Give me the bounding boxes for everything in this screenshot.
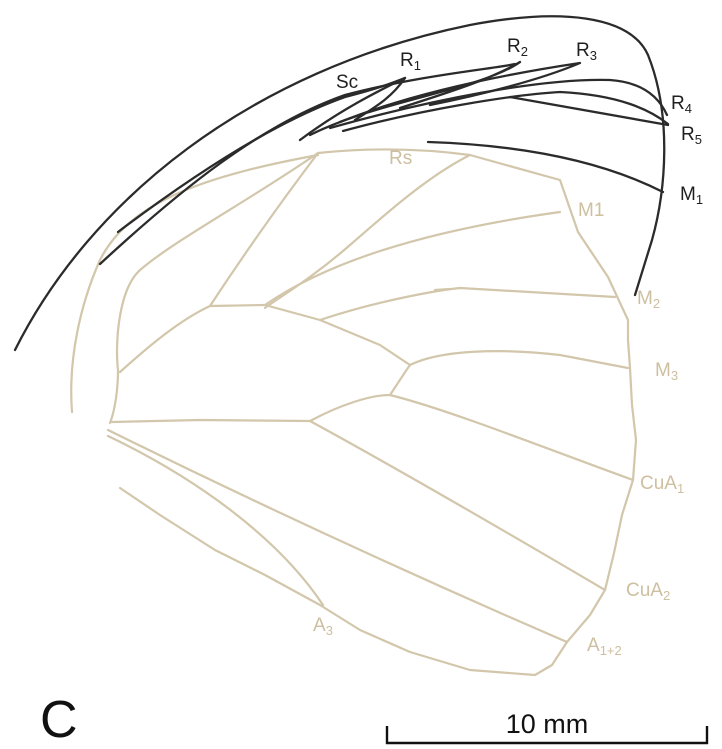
label-cua2: CuA2 [626, 580, 670, 603]
scale-bar-label: 10 mm [506, 709, 589, 739]
hindwing [71, 149, 636, 675]
discal-cell-upper [210, 305, 410, 365]
vein-m2 [320, 288, 615, 320]
vein-cua2 [310, 421, 605, 590]
forewing-costa [15, 16, 664, 350]
label-m2: M2 [637, 288, 660, 311]
label-a3: A3 [313, 615, 333, 638]
label-r4: R4 [671, 93, 692, 116]
vein-rs [265, 149, 470, 308]
label-r1: R1 [400, 50, 421, 73]
label-cua1: CuA1 [640, 473, 684, 496]
forewing [15, 16, 668, 350]
label-m3: M3 [655, 360, 678, 383]
label-r3: R3 [576, 40, 597, 63]
vein-m3 [410, 351, 628, 368]
scale-bar: 10 mm [386, 709, 708, 744]
label-rs: Rs [389, 148, 412, 169]
vein-m2-gap [435, 289, 450, 290]
hindwing-labels: Rs M1 M2 M3 CuA1 CuA2 A1+2 A3 [313, 148, 684, 658]
vein-a3 [108, 436, 323, 605]
hindwing-costal-margin [71, 155, 318, 412]
hindwing-outer-margin [120, 155, 636, 675]
panel-letter: C [40, 691, 78, 749]
vein-cubital-stem [112, 365, 410, 422]
vein-a1-2 [108, 430, 567, 642]
vein-m1-forewing [428, 142, 663, 192]
label-r2: R2 [507, 36, 528, 59]
label-r5: R5 [681, 124, 702, 147]
label-m1-forewing: M1 [680, 184, 703, 207]
vein-cua1 [390, 395, 633, 480]
label-a1-2: A1+2 [587, 635, 622, 658]
label-m1-hindwing: M1 [578, 200, 604, 221]
label-sc: Sc [336, 72, 358, 93]
